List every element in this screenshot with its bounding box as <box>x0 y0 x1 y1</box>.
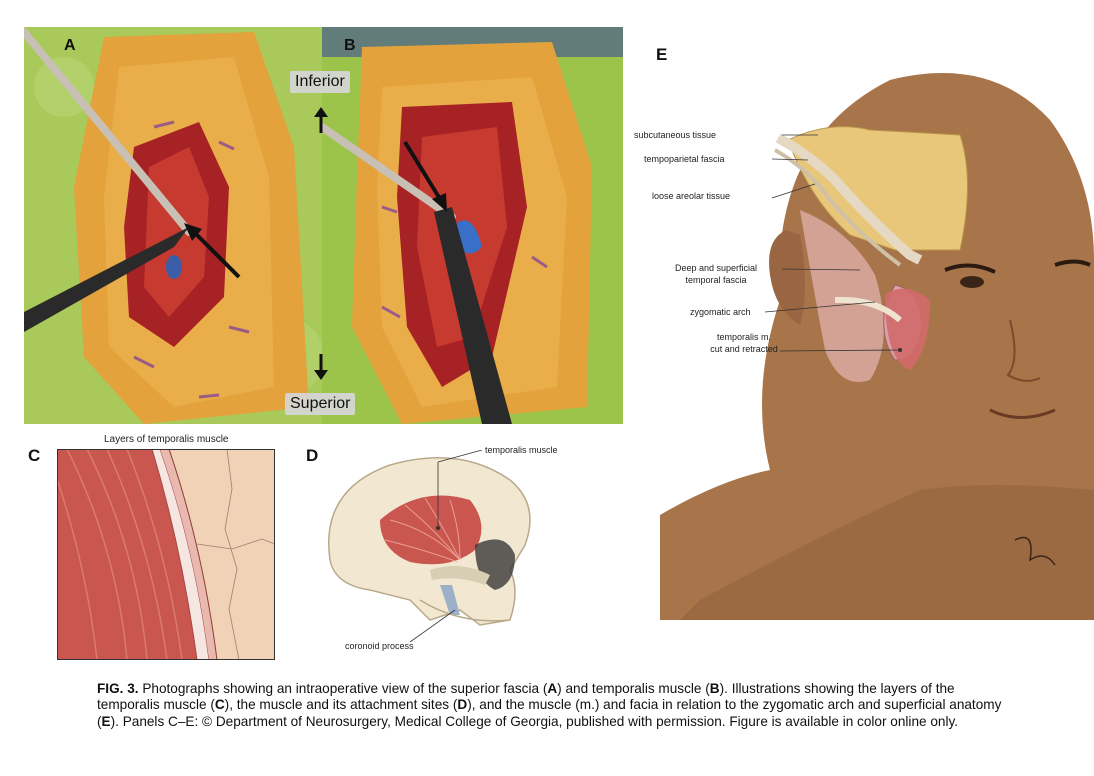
caption-text-5: ), and the muscle (m.) and facia in rela… <box>97 697 1002 729</box>
superior-label: Superior <box>285 393 356 415</box>
panel-c-title: Layers of temporalis muscle <box>104 434 229 445</box>
panel-a-photo: A <box>20 27 324 424</box>
caption-text-4: ), the muscle and its attachment sites ( <box>224 697 458 713</box>
caption-text-2: ) and temporalis muscle ( <box>557 681 710 696</box>
panel-e-letter: E <box>656 45 668 64</box>
caption-ref-d: D <box>457 697 468 713</box>
panel-e-head-illustration <box>660 60 1094 621</box>
caption-ref-c: C <box>214 697 225 713</box>
panel-d-skull-illustration <box>310 449 600 660</box>
panel-e-label-deep-superficial-line1: Deep and superficial <box>674 263 758 273</box>
panel-d-label-muscle: temporalis muscle <box>485 445 558 455</box>
caption-ref-a: A <box>547 681 558 696</box>
panel-d-letter: D <box>306 446 319 465</box>
panel-e-label-zygomatic: zygomatic arch <box>690 307 751 317</box>
caption-ref-e: E <box>101 713 111 729</box>
inferior-arrow-icon <box>314 107 328 138</box>
inferior-label: Inferior <box>290 71 350 93</box>
caption-text-3: ). Illustrations showing the layers of t… <box>97 681 955 713</box>
caption-fig-label: FIG. 3. <box>97 681 139 696</box>
photo-b-graphic <box>318 27 623 424</box>
superior-arrow-icon <box>314 354 328 385</box>
panel-e-label-temporalis: temporalis m. cut and retracted <box>694 331 794 355</box>
photo-a-graphic <box>20 27 324 424</box>
panel-e-label-temporoparietal: tempoparietal fascia <box>644 154 725 164</box>
figure-caption: FIG. 3. Photographs showing an intraoper… <box>97 681 1017 730</box>
panel-b-letter: B <box>344 37 356 54</box>
panel-a-letter: A <box>64 37 76 54</box>
panel-e-label-temporalis-line2: cut and retracted <box>710 344 778 354</box>
panel-e-label-deep-superficial-line2: temporal fascia <box>685 275 747 285</box>
panel-e-label-loose-areolar: loose areolar tissue <box>652 191 731 201</box>
panel-e-label-deep-superficial: Deep and superficial temporal fascia <box>646 262 786 286</box>
panel-c-illustration <box>56 448 276 661</box>
panel-e-label-temporalis-line1: temporalis m. <box>716 332 771 342</box>
panel-c-letter: C <box>28 446 41 465</box>
caption-ref-b: B <box>709 681 720 696</box>
panel-d-label-coronoid: coronoid process <box>345 641 414 651</box>
panel-e-label-subcutaneous: subcutaneous tissue <box>634 130 717 140</box>
caption-text-6: ). Panels C–E: © Department of Neurosurg… <box>110 713 959 729</box>
panel-b-photo: B Inferior Superior <box>285 27 623 424</box>
caption-text-1: Photographs showing an intraoperative vi… <box>138 681 548 696</box>
